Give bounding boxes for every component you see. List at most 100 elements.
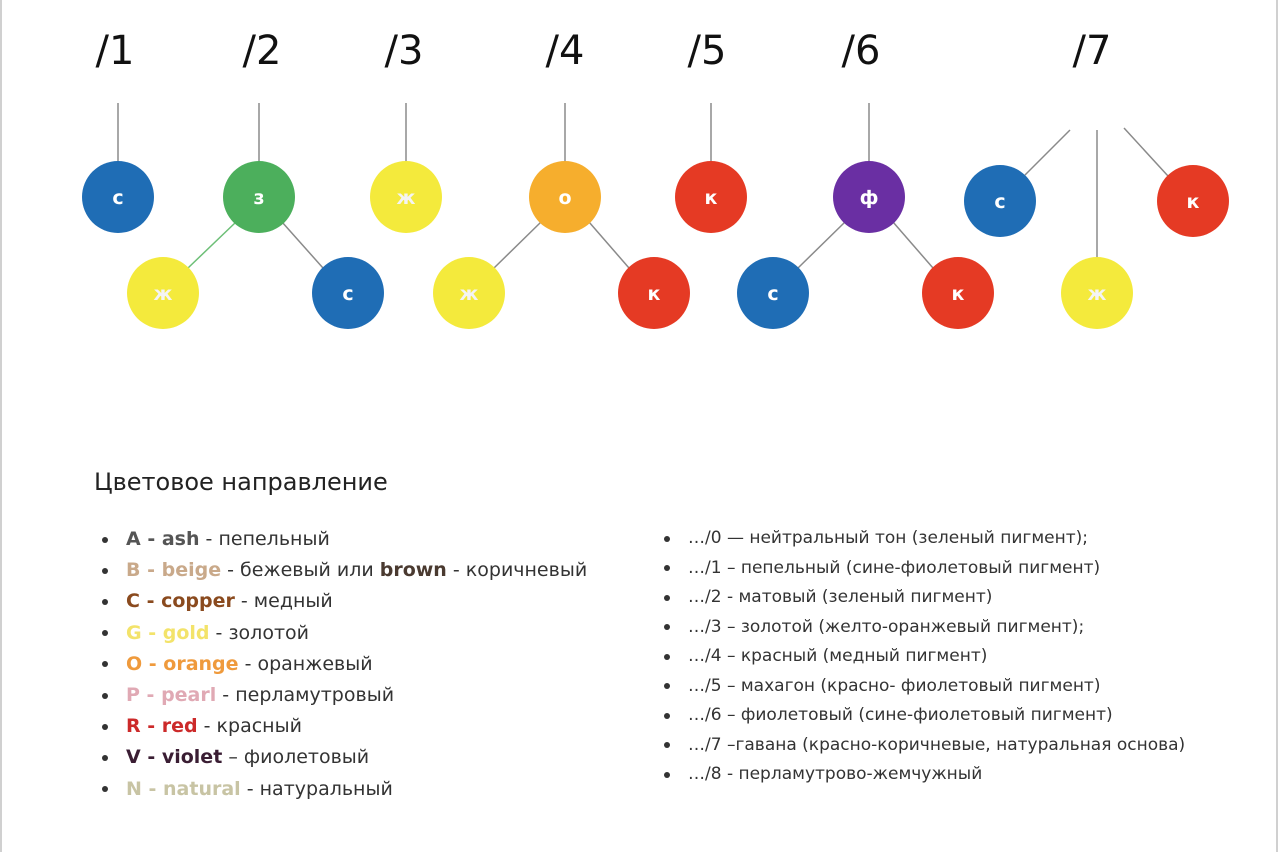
pigment-letter: з	[253, 187, 264, 209]
color-name-ru: - медный	[234, 590, 333, 613]
pigment-letter: ж	[397, 187, 416, 209]
color-name-en: violet	[161, 746, 223, 769]
connector-line	[281, 221, 324, 269]
connector-line	[797, 221, 846, 269]
color-name-ru: - перламутровый	[216, 683, 395, 706]
tone-group-5: /5 к	[675, 28, 747, 233]
pigment-letter: ж	[1088, 283, 1107, 305]
color-name-en: natural	[163, 777, 241, 800]
pigment-node-blue	[737, 257, 809, 329]
color-code: B	[126, 559, 141, 582]
tone-label: /2	[243, 28, 282, 74]
tone-group-7: /7 с ж к	[964, 28, 1229, 329]
color-name-ru: - пепельный	[199, 528, 330, 550]
pigment-letter: ж	[460, 283, 479, 305]
connector-line	[892, 221, 934, 269]
pigment-node-red	[1157, 165, 1229, 237]
separator: -	[140, 746, 162, 769]
pigment-node-yellow	[370, 161, 442, 233]
pigment-node-blue	[82, 161, 154, 233]
pigment-letter: ж	[154, 283, 173, 305]
tone-number-item: …/7 –гавана (красно-коричневые, натураль…	[658, 731, 1185, 761]
color-letter-item: V - violet – фиолетовый	[96, 742, 587, 773]
pigment-node-red	[675, 161, 747, 233]
color-letter-item: A - ash - пепельный	[96, 524, 587, 555]
connector-line	[1024, 129, 1071, 176]
pigment-letter: к	[1187, 191, 1200, 213]
color-code: P	[126, 683, 140, 706]
pigment-node-red	[618, 257, 690, 329]
color-code: G	[126, 621, 142, 644]
color-name-en: copper	[161, 590, 235, 613]
pigment-letter: с	[342, 283, 353, 305]
pigment-letter: к	[648, 283, 661, 305]
pigment-letter: с	[994, 191, 1005, 213]
tone-number-item: …/3 – золотой (желто-оранжевый пигмент);	[658, 613, 1185, 643]
color-letter-item: C - copper - медный	[96, 586, 587, 617]
tone-number-item: …/2 - матовый (зеленый пигмент)	[658, 583, 1185, 613]
section-title: Цветовое направление	[94, 468, 388, 496]
pigment-node-orange	[529, 161, 601, 233]
pigment-node-yellow	[127, 257, 199, 329]
separator: -	[140, 528, 162, 550]
color-name-en: ash	[161, 528, 200, 550]
color-letter-item: O - orange - оранжевый	[96, 649, 587, 680]
connector-line	[1123, 127, 1169, 177]
color-letter-item: B - beige - бежевый или brown - коричнев…	[96, 555, 587, 586]
tone-number-item: …/8 - перламутрово-жемчужный	[658, 760, 1185, 790]
color-code: R	[126, 715, 141, 738]
pigment-letter: ф	[860, 187, 879, 209]
color-name-ru: - бежевый или	[221, 559, 380, 582]
color-name-ru: - красный	[197, 715, 302, 738]
tone-number-item: …/1 – пепельный (сине-фиолетовый пигмент…	[658, 554, 1185, 584]
connector-line	[588, 221, 630, 269]
color-code: V	[126, 746, 141, 769]
color-name-en: beige	[161, 559, 222, 582]
pigment-node-yellow	[433, 257, 505, 329]
tone-number-item: …/4 – красный (медный пигмент)	[658, 642, 1185, 672]
pigment-node-green	[223, 161, 295, 233]
pigment-letter: с	[767, 283, 778, 305]
separator: -	[140, 559, 162, 582]
pigment-node-yellow	[1061, 257, 1133, 329]
connector-line	[493, 221, 542, 269]
tone-group-3: /3ж	[370, 28, 442, 233]
pigment-letter: к	[952, 283, 965, 305]
separator: -	[140, 715, 162, 738]
color-name-ru: - оранжевый	[238, 652, 373, 675]
color-name-en: pearl	[161, 683, 217, 706]
color-letter-item: R - red - красный	[96, 711, 587, 742]
separator: -	[141, 777, 164, 800]
tone-number-item: …/5 – махагон (красно- фиолетовый пигмен…	[658, 672, 1185, 702]
tone-label: /5	[688, 28, 727, 74]
color-name-ru: – фиолетовый	[222, 746, 370, 769]
pigment-node-red	[922, 257, 994, 329]
tone-label: /7	[1073, 28, 1112, 74]
pigment-letter: с	[112, 187, 123, 209]
color-letter-item: N - natural - натуральный	[96, 774, 587, 805]
color-code: N	[126, 777, 142, 800]
connector-line	[187, 221, 237, 269]
pigment-letter: о	[558, 187, 571, 209]
pigment-node-blue	[964, 165, 1036, 237]
tone-label: /6	[842, 28, 881, 74]
color-name-en-extra: brown	[379, 559, 447, 582]
pigment-node-blue	[312, 257, 384, 329]
color-name-ru: - натуральный	[240, 777, 393, 800]
color-name-en: red	[161, 715, 198, 738]
tone-label: /1	[96, 28, 135, 74]
separator: -	[139, 683, 162, 706]
color-letter-item: P - pearl - перламутровый	[96, 680, 587, 711]
tone-group-6: /6 ф с к	[737, 28, 994, 329]
separator: -	[139, 590, 162, 613]
color-letter-item: G - gold - золотой	[96, 618, 587, 649]
pigment-letter: к	[705, 187, 718, 209]
tone-group-1: /1 с	[82, 28, 154, 233]
tone-group-2: /2 з ж с	[127, 28, 384, 329]
tone-number-item: …/6 – фиолетовый (сине-фиолетовый пигмен…	[658, 701, 1185, 731]
color-code: A	[126, 528, 141, 550]
separator: -	[141, 621, 163, 644]
